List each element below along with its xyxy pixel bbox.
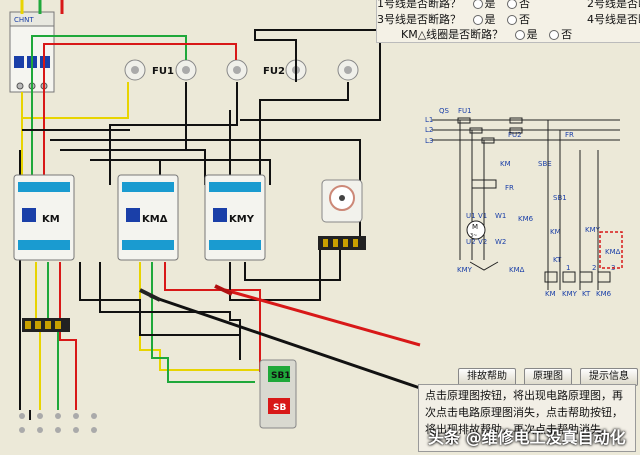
question-3: 3号线是否断路？ 是 否 [377,11,530,27]
sch-coil-km: KM [545,290,556,298]
sch-l3: L3 [425,137,433,145]
sb-button[interactable] [268,398,290,414]
contactor-kmy[interactable]: KMY [204,174,266,261]
sch-km-delta: KMΔ [509,266,525,274]
sch-fr: FR [565,131,574,139]
sch-kmy2: KMY [457,266,473,274]
sch-n1: 1 [566,264,570,272]
fu1-label: FU1 [152,66,174,77]
sch-fu2: FU2 [508,131,522,139]
question-2-text: 2号线是否断路？ [587,0,640,10]
help-text-box: 点击原理图按钮，将出现电路原理图，再次点击电路原理图消失，点击帮助按钮，将出现排… [418,384,636,452]
sch-fu1: FU1 [458,107,472,115]
question-5-yes-label: 是 [526,28,538,41]
question-1-no-label: 否 [519,0,530,10]
sch-w2: W2 [495,238,506,246]
sch-n2: 2 [592,264,596,272]
sch-km: KM [500,160,511,168]
sch-u1: U1 [466,212,476,220]
fuse-fu1[interactable]: FU1 [124,59,248,81]
sch-km6: KM6 [518,215,534,223]
sch-coil-kmy: KMY [562,290,578,298]
sb1-label: SB1 [271,371,291,381]
question-4-text: 4号线是否断路？ [587,13,640,26]
question-5: KM△线圈是否断路？ 是 否 [401,26,572,42]
kma-label: KMΔ [142,214,168,225]
contactor-kma[interactable]: KMΔ [117,174,179,261]
sch-motor: M [472,223,478,231]
question-1-no-radio[interactable] [507,0,517,9]
question-1-text: 1号线是否断路？ [377,0,461,10]
question-1-yes-radio[interactable] [472,0,483,9]
question-2: 2号线是否断路？ [587,0,640,11]
sch-kt: KT [553,256,562,264]
sch-l1: L1 [425,116,433,124]
question-5-yes-radio[interactable] [514,30,525,40]
sch-u2: U2 [466,238,476,246]
question-5-no-label: 否 [561,28,573,41]
sch-qs: QS [439,107,450,115]
sch-coil-kt: KT [582,290,591,298]
sb-label: SB [273,403,286,413]
meter-probes[interactable] [139,284,421,390]
sch-w1: W1 [495,212,506,220]
question-3-text: 3号线是否断路？ [377,13,461,26]
sch-v1: V1 [478,212,487,220]
motor-terminals [19,413,97,433]
question-panel: 1号线是否断路？ 是 否 2号线是否断路？ 3号线是否断路？ 是 否 4号线是否… [376,0,640,43]
question-5-no-radio[interactable] [549,30,560,40]
question-1-yes-label: 是 [484,0,496,10]
sch-coil-km6: KM6 [596,290,612,298]
fuse-fu2[interactable]: FU2 [263,59,359,81]
sch-fr2: FR [505,184,514,192]
question-3-no-label: 否 [519,13,530,26]
question-3-yes-radio[interactable] [472,15,483,25]
terminal-strip[interactable] [22,318,70,332]
question-4: 4号线是否断路？ [587,11,640,27]
question-1: 1号线是否断路？ 是 否 [377,0,530,11]
breaker-brand: CHNT [14,16,34,24]
sch-kma: KMΔ [605,248,621,256]
contactor-km[interactable]: KM [13,174,75,261]
kmy-label: KMY [229,214,255,225]
sch-v2: V2 [478,238,487,246]
fu2-label: FU2 [263,66,285,77]
question-3-no-radio[interactable] [507,15,517,25]
sch-km4: KM [550,228,561,236]
schematic-diagram: QS FU1 L1 L2 L3 FR FU2 KM SBE FR SB1 U1 … [425,107,623,298]
sch-kmy: KMY [585,226,601,234]
question-3-yes-label: 是 [484,13,496,26]
sch-sbe: SBE [538,160,552,168]
help-text: 点击原理图按钮，将出现电路原理图，再次点击电路原理图消失，点击帮助按钮，将出现排… [425,389,623,436]
button-station: SB1 SB [259,359,297,429]
sch-motor-sub: 3~ [470,233,477,239]
watermark: 头条 @维修电工没真自动化 [428,428,626,447]
km-label: KM [42,214,60,225]
question-5-text: KM△线圈是否断路？ [401,28,504,41]
sb1-button[interactable] [268,366,290,382]
sch-l2: L2 [425,126,433,134]
timer-relay[interactable] [318,179,366,250]
